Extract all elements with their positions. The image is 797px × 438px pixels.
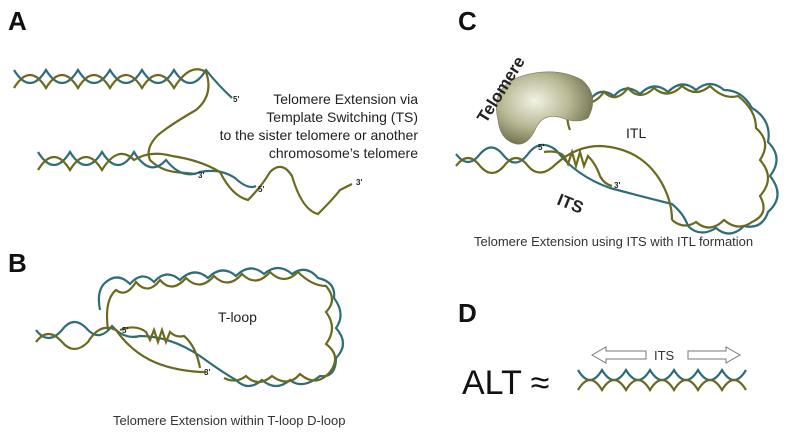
- panel-a-top-strand-olive: [13, 68, 210, 176]
- telomere-protein-shape: [496, 71, 594, 145]
- panel-d-letter: D: [458, 298, 477, 328]
- panel-a-end-label: 3': [356, 178, 362, 187]
- panel-a-caption-line: to the sister telomere or another: [220, 127, 419, 143]
- panel-a: A 5' 3' 5' 3' Telomere Extension via Tem…: [8, 6, 419, 216]
- panel-b-end-label: 5': [122, 326, 128, 335]
- panel-b-loop-strand-teal: [97, 266, 345, 388]
- panel-b-invading-strand: [119, 326, 202, 369]
- panel-d-its-label: ITS: [654, 348, 675, 363]
- right-arrow-icon: [687, 346, 742, 364]
- panel-c: C Telomere ITL ITS 5' 3' Telomere Extens…: [455, 6, 779, 249]
- panel-b-loop-label: T-loop: [218, 309, 257, 325]
- panel-d-strand-olive: [577, 378, 747, 393]
- panel-c-loop-label: ITL: [626, 125, 646, 141]
- panel-b-end-label: 3': [204, 368, 210, 377]
- panel-c-letter: C: [458, 6, 477, 36]
- panel-a-caption-line: chromosome’s telomere: [269, 145, 418, 161]
- left-arrow-icon: [590, 346, 647, 364]
- panel-c-stem-strand-teal: [455, 143, 690, 227]
- panel-d: D ALT ≈ ITS: [458, 298, 747, 402]
- panel-a-end-label: 3': [198, 171, 204, 180]
- panel-a-end-label: 5': [233, 95, 239, 104]
- panel-c-end-label: 5': [538, 143, 544, 152]
- panel-b: B 5' 3' T-loop Telomere Extension within…: [8, 248, 345, 428]
- panel-a-end-label: 5': [258, 185, 264, 194]
- panel-c-stem-strand-olive: [455, 144, 674, 221]
- panel-d-strand-teal: [577, 367, 747, 382]
- panel-a-caption-line: Telomere Extension via: [273, 91, 418, 107]
- panel-c-invading-strand: [543, 147, 613, 188]
- panel-c-its-label: ITS: [555, 190, 587, 218]
- panel-a-bottom-strand-olive: [37, 152, 353, 216]
- panel-a-bottom-strand-teal: [37, 149, 257, 189]
- panel-b-letter: B: [8, 248, 27, 278]
- alt-approx-text: ALT ≈: [462, 364, 549, 402]
- panel-a-top-strand-teal: [13, 67, 233, 99]
- panel-c-caption: Telomere Extension using ITS with ITL fo…: [474, 234, 753, 249]
- panel-a-letter: A: [8, 6, 27, 36]
- panel-b-stem-strand-teal: [35, 320, 237, 381]
- panel-b-loop-strand-olive: [105, 270, 337, 384]
- panel-c-loop-strand-teal: [566, 82, 779, 235]
- panel-b-caption: Telomere Extension within T-loop D-loop: [113, 413, 345, 428]
- panel-a-caption-line: Template Switching (TS): [266, 109, 418, 125]
- panel-c-end-label: 3': [614, 181, 620, 190]
- panel-c-loop-strand-olive: [566, 84, 770, 229]
- panel-b-stem-strand-olive: [35, 326, 206, 374]
